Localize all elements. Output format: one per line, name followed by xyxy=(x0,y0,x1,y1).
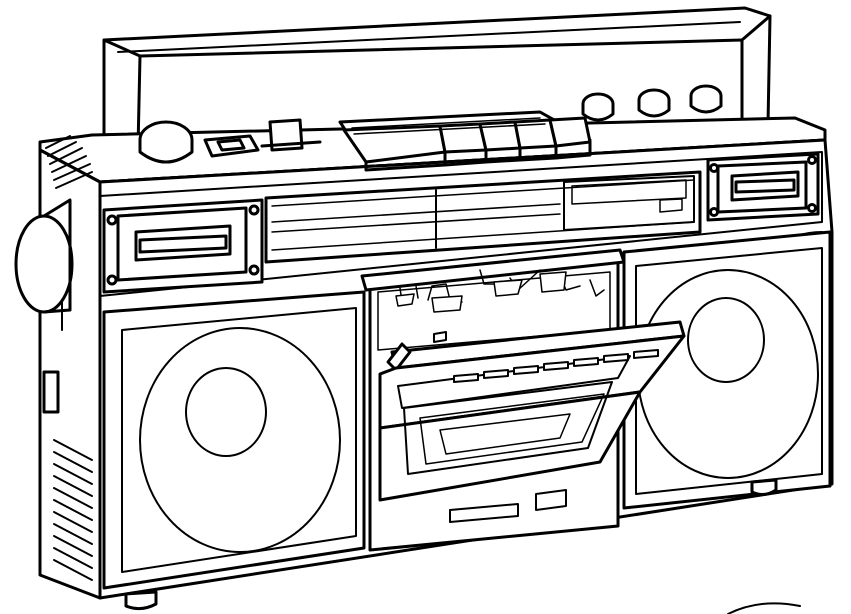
right-tweeter xyxy=(706,152,820,222)
transport-keys xyxy=(338,110,592,172)
side-grille xyxy=(45,135,93,581)
top-knobs xyxy=(581,84,723,122)
left-speaker xyxy=(102,290,366,590)
floor-shadow xyxy=(727,602,801,614)
right-speaker xyxy=(622,230,832,510)
tuner-display xyxy=(264,170,702,264)
left-tweeter xyxy=(102,198,264,294)
feet xyxy=(124,478,778,611)
front-upper-band xyxy=(99,151,823,297)
side-knob xyxy=(14,198,74,314)
side-switch xyxy=(42,370,60,414)
top-switch xyxy=(203,134,260,158)
cassette-door xyxy=(378,320,686,502)
top-controls xyxy=(138,118,322,164)
top-slider xyxy=(260,118,322,152)
